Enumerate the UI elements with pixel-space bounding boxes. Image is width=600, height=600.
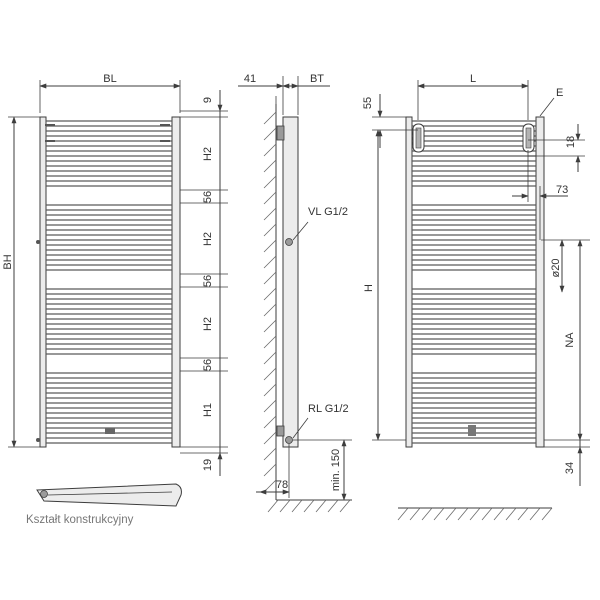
dim-bl: BL [103,73,116,85]
floor-hatch [397,507,553,521]
install-bars [412,120,536,444]
dim-na: NA [564,332,576,348]
bracket-e-label: E [556,87,563,99]
wall-bracket [276,425,285,437]
bracket-marker [160,140,170,142]
dim-bt: BT [310,73,324,85]
dim-wall: 41 [244,73,256,85]
install-view: L 55 H E 18 73 ø20 NA [362,73,590,521]
dim-offset: 78 [276,479,288,491]
wall-hatch [263,111,277,493]
dim-bottom: 19 [202,459,214,471]
supply-label: VL G1/2 [308,206,348,218]
dim-h1: H1 [202,403,214,417]
valve-marker [105,428,115,434]
bracket-marker [45,124,55,126]
construction-shape: Kształt konstrukcyjny [26,483,182,526]
dim-bh: BH [2,254,14,269]
dim-projection: 73 [556,184,568,196]
dim-gap: 56 [202,191,214,203]
left-rail [39,116,47,448]
valve-marker [468,425,476,436]
bracket-marker [160,124,170,126]
side-view: VL G1/2 RL G1/2 41 BT 78 min. 150 [238,73,352,513]
dim-gap: 56 [202,359,214,371]
dim-gap: 56 [202,275,214,287]
dim-top: 9 [202,97,214,103]
radiator-profile [282,116,299,448]
dim-h2: H2 [202,232,214,246]
dim-h: H [363,284,375,292]
return-port-icon [285,436,293,444]
supply-port-icon [285,238,293,246]
dim-top: 55 [362,97,374,109]
return-label: RL G1/2 [308,403,349,415]
front-bars [46,120,172,444]
connector-icon [40,490,48,498]
dim-diameter: ø20 [550,259,562,278]
dim-h2: H2 [202,317,214,331]
bracket-dot [36,438,40,442]
right-rail [535,116,545,448]
front-view: BL BH 9 H2 56 H2 56 H2 56 H1 19 [2,73,228,476]
wall-bracket [276,125,285,141]
left-rail [405,116,413,448]
dim-bracket-h: 18 [565,136,577,148]
bracket-dot [36,240,40,244]
dim-min-height: min. 150 [330,449,342,491]
dim-l: L [470,73,476,85]
right-rail [171,116,181,448]
floor-hatch [267,499,351,513]
dim-h2: H2 [202,147,214,161]
dim-bottom: 34 [564,462,576,474]
caption: Kształt konstrukcyjny [26,514,134,526]
bracket-marker [45,140,55,142]
